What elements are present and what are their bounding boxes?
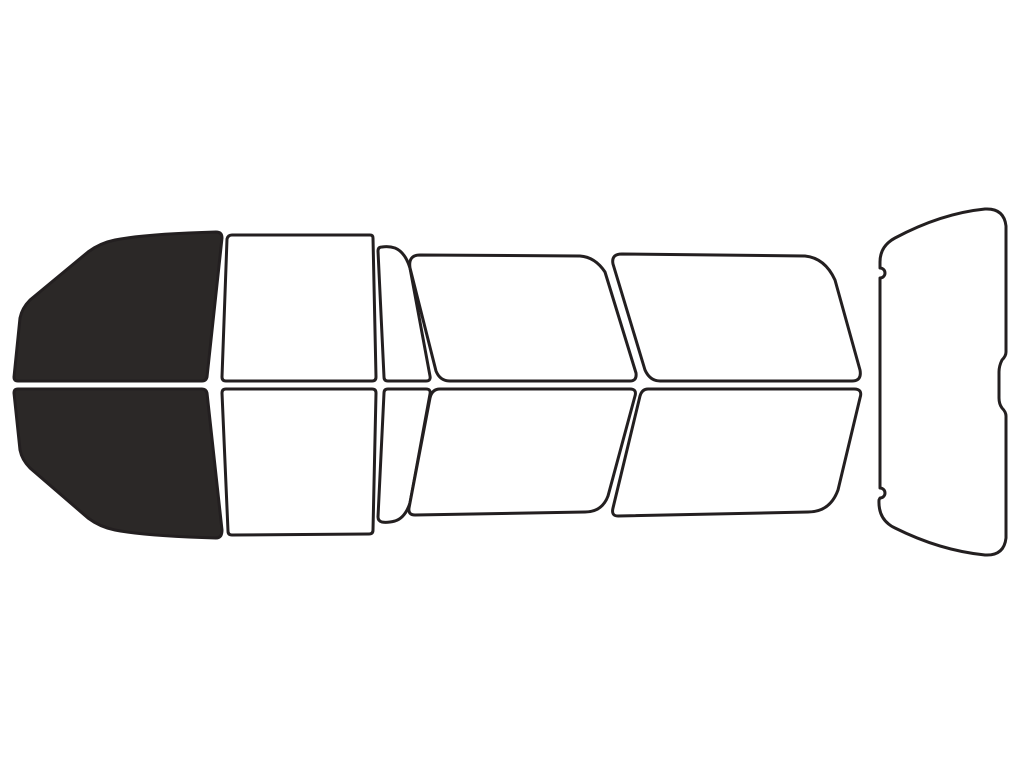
rear-door-lower-pane — [407, 387, 637, 517]
back-glass-pane — [877, 207, 1008, 557]
vent-upper-pane — [376, 245, 432, 383]
quarter-lower-pane — [611, 387, 863, 518]
front-door-lower-pane — [220, 387, 378, 537]
vent-lower-pane — [376, 387, 432, 524]
quarter-upper-pane — [611, 252, 862, 383]
rear-door-upper-pane — [408, 253, 638, 383]
front-door-upper-pane — [220, 233, 378, 383]
windshield-lower-pane — [12, 387, 224, 540]
windshield-upper-pane — [12, 230, 224, 383]
